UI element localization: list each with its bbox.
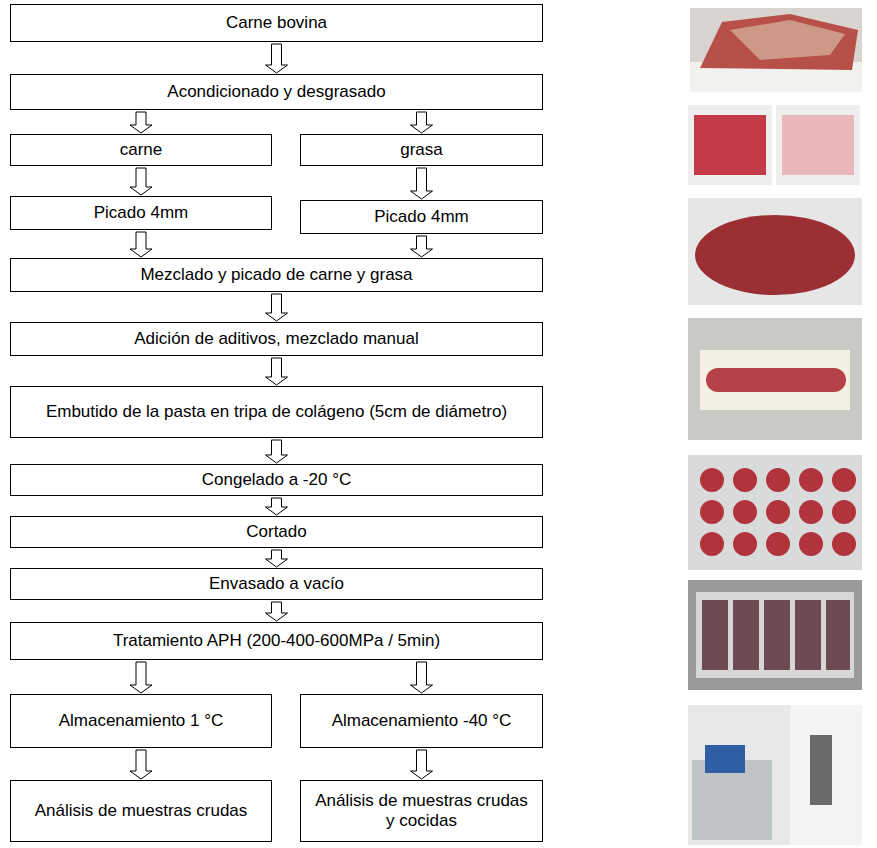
photo-slices bbox=[688, 455, 862, 570]
box-text: Picado 4mm bbox=[374, 207, 468, 227]
flow-arrow bbox=[266, 358, 288, 385]
box-text: Acondicionado y desgrasado bbox=[167, 82, 385, 102]
box-text: Mezclado y picado de carne y grasa bbox=[140, 265, 412, 285]
box-text: carne bbox=[120, 140, 163, 160]
process-box: Tratamiento APH (200-400-600MPa / 5min) bbox=[10, 622, 543, 660]
box-text: Envasado a vacío bbox=[209, 574, 344, 594]
process-box: Análisis de muestras crudas bbox=[10, 780, 272, 842]
photo-sausage bbox=[688, 318, 862, 440]
process-box: Cortado bbox=[10, 516, 543, 548]
photo-equipment bbox=[688, 705, 862, 845]
photo-beef bbox=[690, 8, 862, 92]
flow-arrow bbox=[266, 498, 288, 515]
flow-arrow bbox=[411, 112, 433, 133]
flow-arrow bbox=[411, 750, 433, 779]
flow-arrow bbox=[266, 602, 288, 621]
process-box: Acondicionado y desgrasado bbox=[10, 74, 543, 110]
process-box: grasa bbox=[300, 134, 543, 166]
process-box: Mezclado y picado de carne y grasa bbox=[10, 258, 543, 292]
flow-arrow bbox=[130, 232, 152, 257]
photo-paste bbox=[688, 198, 862, 305]
process-box: Análisis de muestras crudas y cocidas bbox=[300, 780, 543, 842]
flow-arrow bbox=[266, 440, 288, 463]
flow-arrow bbox=[411, 662, 433, 693]
photo-trays bbox=[688, 105, 772, 185]
process-box: Almacenamiento 1 °C bbox=[10, 694, 272, 748]
flow-arrow bbox=[130, 112, 152, 133]
box-text: Adición de aditivos, mezclado manual bbox=[134, 329, 418, 349]
box-text: Cortado bbox=[246, 522, 306, 542]
box-text: Almacenamiento 1 °C bbox=[59, 711, 224, 731]
box-text: Picado 4mm bbox=[94, 203, 188, 223]
flow-arrow bbox=[130, 750, 152, 779]
flow-arrow bbox=[411, 168, 433, 199]
process-box: Adición de aditivos, mezclado manual bbox=[10, 322, 543, 356]
flow-arrow bbox=[266, 550, 288, 567]
process-box: Picado 4mm bbox=[300, 200, 543, 234]
flow-arrow bbox=[266, 44, 288, 73]
box-text: Almacenamiento -40 °C bbox=[332, 711, 512, 731]
box-text: Embutido de la pasta en tripa de colágen… bbox=[46, 402, 507, 422]
photo-packs bbox=[688, 580, 862, 690]
flow-arrow bbox=[130, 662, 152, 693]
process-box: Carne bovina bbox=[10, 4, 543, 42]
process-box: carne bbox=[10, 134, 272, 166]
box-text: Tratamiento APH (200-400-600MPa / 5min) bbox=[113, 631, 440, 651]
box-text: Análisis de muestras crudas bbox=[35, 801, 248, 821]
box-text: grasa bbox=[400, 140, 443, 160]
flow-arrow bbox=[266, 294, 288, 321]
box-text: Análisis de muestras crudas y cocidas bbox=[309, 791, 534, 832]
box-text: Carne bovina bbox=[226, 13, 327, 33]
process-box: Embutido de la pasta en tripa de colágen… bbox=[10, 386, 543, 438]
process-box: Almacenamiento -40 °C bbox=[300, 694, 543, 748]
process-box: Picado 4mm bbox=[10, 196, 272, 230]
flow-arrow bbox=[130, 168, 152, 195]
box-text: Congelado a -20 °C bbox=[202, 470, 352, 490]
flow-arrow bbox=[411, 236, 433, 257]
process-box: Envasado a vacío bbox=[10, 568, 543, 600]
process-box: Congelado a -20 °C bbox=[10, 464, 543, 496]
